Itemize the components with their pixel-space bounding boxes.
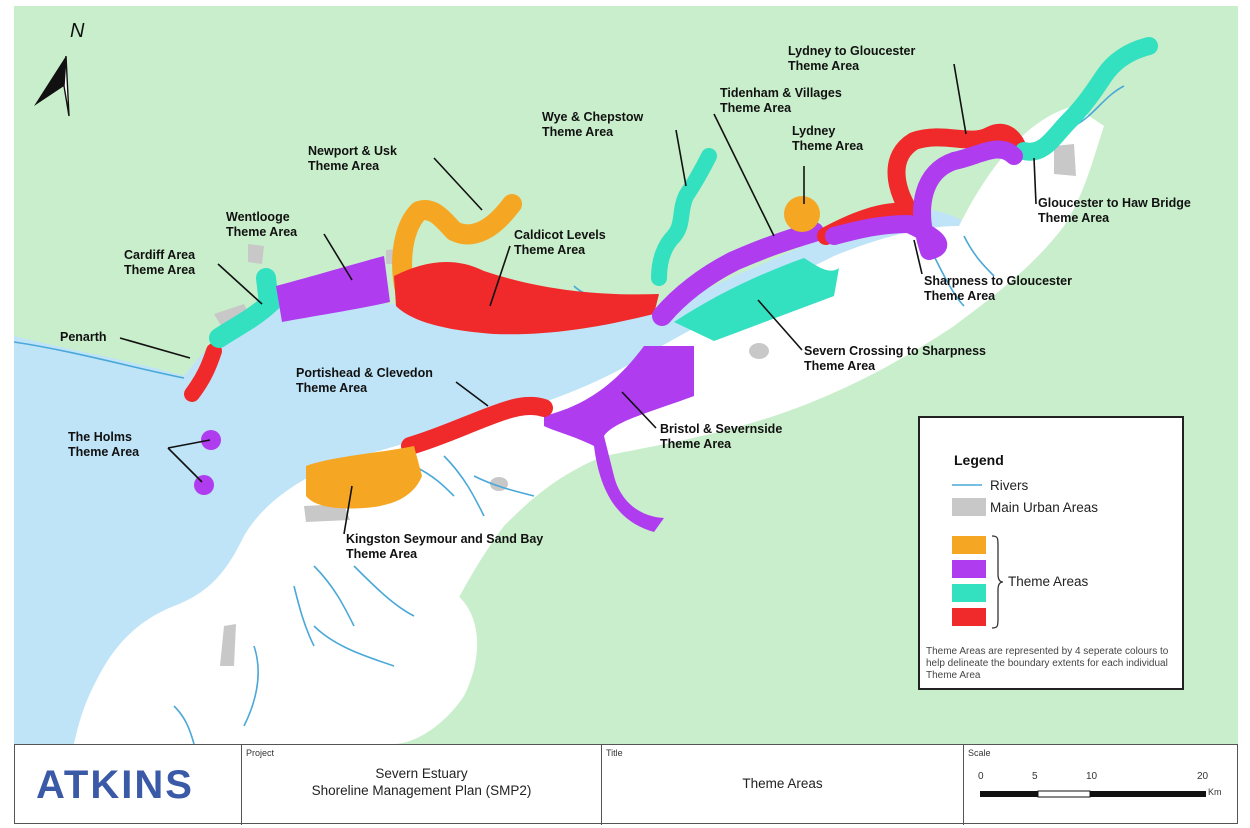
logo-cell: ATKINS — [14, 745, 242, 825]
purple-swatch — [952, 560, 986, 578]
map-svg — [14, 6, 1238, 744]
theme-area-portishead — [401, 396, 553, 455]
project-line2: Shoreline Management Plan (SMP2) — [311, 783, 532, 798]
title-value: Theme Areas — [742, 776, 823, 791]
title-cell: Title Theme Areas — [602, 745, 964, 825]
estuary-water — [14, 209, 974, 744]
scale-label: Scale — [968, 748, 991, 758]
theme-area-wentlooge — [276, 256, 390, 322]
land-england-bottom — [214, 582, 478, 744]
label-penarth: Penarth — [60, 330, 107, 344]
legend-title: Legend — [954, 452, 1004, 468]
legend-urban-label: Main Urban Areas — [990, 500, 1099, 515]
urban-swatch — [952, 498, 986, 516]
theme-area-severn-crossing — [674, 258, 839, 341]
theme-area-newport — [392, 194, 522, 296]
project-cell: Project Severn Estuary Shoreline Managem… — [242, 745, 602, 825]
north-letter: N — [70, 20, 85, 42]
scale-tick-10: 10 — [1086, 771, 1098, 782]
legend-panel: Legend Rivers Main Urban Areas Theme Are… — [918, 416, 1184, 690]
scale-tick-20: 20 — [1197, 771, 1209, 782]
theme-area-holms-flat — [201, 430, 221, 450]
legend-rivers-label: Rivers — [990, 478, 1029, 493]
theme-area-lydney-gloucester — [817, 123, 1028, 245]
scale-unit: Km — [1208, 787, 1222, 797]
theme-area-gloucester-haw — [1015, 37, 1158, 161]
orange-swatch — [952, 536, 986, 554]
land-england-west — [74, 566, 264, 744]
title-block: ATKINS Project Severn Estuary Shoreline … — [14, 744, 1238, 825]
theme-area-kingston — [306, 446, 422, 509]
leader-lines — [119, 63, 1037, 535]
brace-icon — [991, 535, 1004, 629]
legend-theme-areas-label: Theme Areas — [1008, 574, 1089, 589]
theme-area-cardiff — [209, 268, 280, 348]
theme-area-tidenham — [652, 222, 824, 326]
project-label: Project — [246, 748, 275, 758]
scale-cell: Scale 0 5 10 20 Km — [964, 745, 1238, 825]
scale-tick-5: 5 — [1032, 771, 1038, 782]
atkins-logo: ATKINS — [36, 763, 194, 807]
north-arrow-icon — [34, 55, 70, 117]
theme-area-bristol — [544, 346, 694, 532]
project-line1: Severn Estuary — [375, 766, 468, 781]
legend-note: Theme Areas are represented by 4 seperat… — [926, 646, 1169, 681]
scale-bar — [980, 790, 1206, 798]
theme-area-lydney — [784, 196, 820, 232]
river-legend-icon — [952, 484, 982, 486]
title-label: Title — [606, 748, 623, 758]
theme-area-caldicot — [394, 261, 659, 335]
theme-area-wye — [651, 148, 717, 286]
scale-tick-0: 0 — [978, 771, 984, 782]
red-swatch — [952, 608, 986, 626]
theme-area-sharpness — [825, 140, 1023, 260]
cyan-swatch — [952, 584, 986, 602]
theme-area-penarth — [184, 343, 222, 402]
